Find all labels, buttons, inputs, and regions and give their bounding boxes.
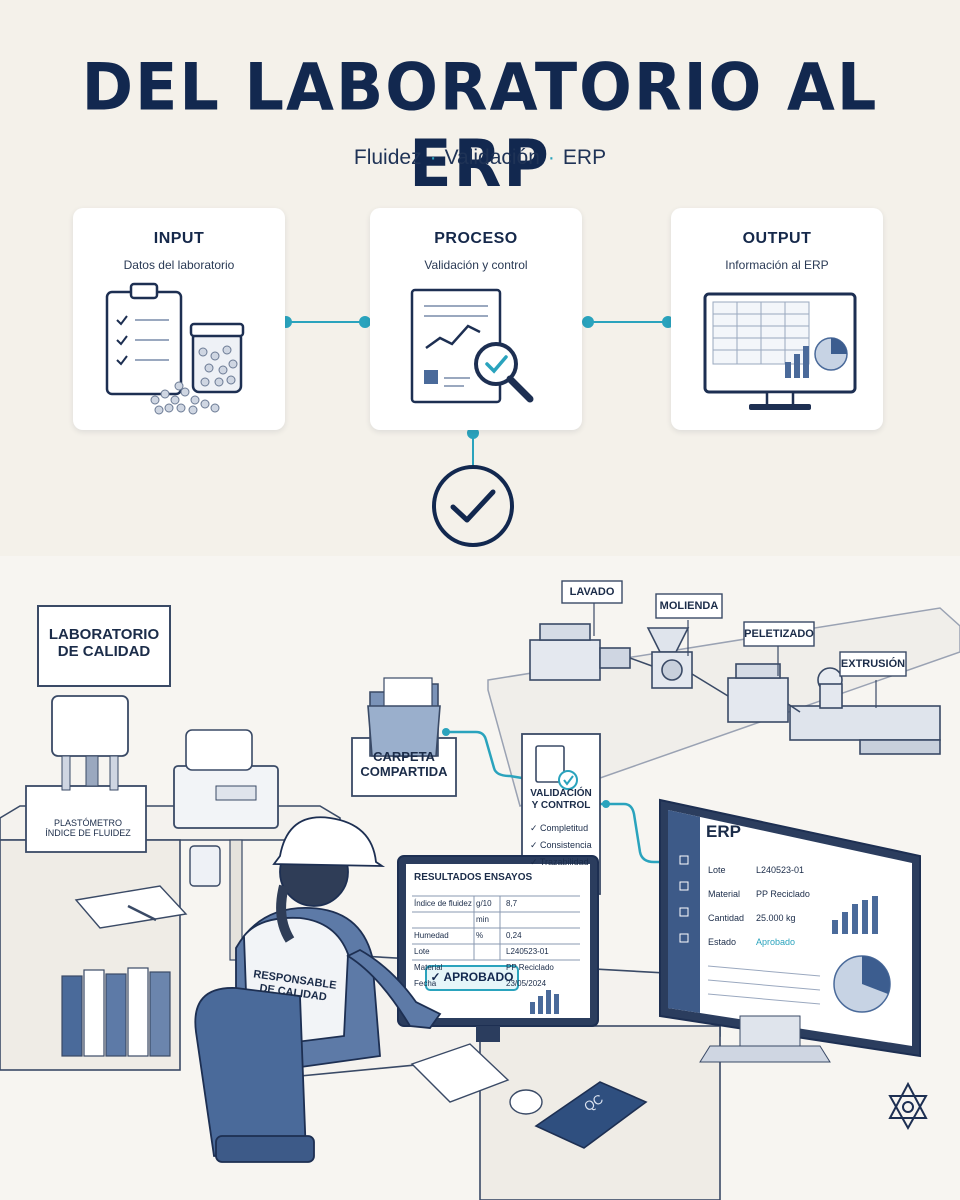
lab-scene: LABORATORIO DE CALIDAD PLASTÓMETRO ÍNDIC… — [0, 556, 960, 1200]
stage-label-peletizado: PELETIZADO — [744, 628, 814, 640]
extruder-machine — [789, 705, 941, 741]
lab-sign-text: LABORATORIO DE CALIDAD — [48, 626, 160, 661]
lab-scene-illustration — [0, 556, 960, 1200]
process-card-desc: Validación y control — [424, 258, 528, 272]
validation-title: VALIDACIÓN Y CONTROL — [530, 788, 592, 811]
plastometer-base — [25, 785, 147, 853]
clipboard-pellets-icon — [105, 282, 245, 415]
page-title: DEL LABORATORIO AL ERP — [81, 48, 879, 202]
office-chair — [194, 987, 307, 1157]
pelletizer-machine — [727, 677, 789, 723]
page-subtitle: Fluidez · Validación · ERP — [0, 146, 960, 170]
sample-jar — [189, 845, 221, 887]
stage-label-extrusion: EXTRUSIÓN — [840, 658, 906, 670]
plastometer-label: PLASTÓMETRO ÍNDICE DE FLUIDEZ — [45, 818, 131, 839]
process-card-title: PROCESO — [434, 230, 518, 247]
check-item: ✓ Consistencia — [530, 840, 592, 850]
erp-title: ERP — [706, 822, 741, 841]
results-title: RESULTADOS ENSAYOS — [414, 872, 533, 883]
validated-check-icon — [432, 465, 514, 547]
input-card: INPUT Datos del laboratorio — [73, 208, 285, 430]
table-row: Humedad%0,24 — [414, 931, 522, 940]
report-magnifier-icon — [410, 288, 534, 404]
monitor-dashboard-icon — [703, 292, 857, 410]
hard-hat — [272, 816, 386, 867]
washer-machine — [529, 639, 601, 681]
stage-sign-peletizado — [743, 621, 815, 647]
stage-label-molienda: MOLIENDA — [659, 600, 719, 612]
output-card-title: OUTPUT — [742, 230, 812, 247]
subtitle-separator: · — [547, 146, 555, 169]
binder — [61, 975, 83, 1057]
input-card-desc: Datos del laboratorio — [123, 258, 235, 272]
stage-sign-molienda — [655, 593, 723, 619]
brand-logo — [888, 1081, 928, 1131]
subtitle-item-fluidez: Fluidez — [353, 146, 422, 169]
approve-button-shape — [425, 965, 519, 991]
stage-label-lavado: LAVADO — [569, 586, 615, 598]
check-item: ✓ Trazabilidad — [530, 857, 589, 867]
approve-button[interactable]: ✓ APROBADO — [430, 970, 514, 984]
output-card-desc: Información al ERP — [725, 258, 829, 272]
check-item: ✓ Completitud — [530, 823, 589, 833]
subtitle-item-validacion: Validación — [444, 146, 540, 169]
qc-book — [534, 1081, 648, 1149]
input-card-title: INPUT — [153, 230, 205, 247]
subtitle-separator: · — [429, 146, 437, 169]
lab-sign — [37, 605, 171, 687]
top-panel: DEL LABORATORIO AL ERP Fluidez · Validació… — [0, 0, 960, 556]
shared-folder-label: CARPETA COMPARTIDA — [360, 749, 448, 779]
stage-sign-lavado — [561, 580, 623, 604]
subtitle-item-erp: ERP — [562, 146, 607, 169]
keyboard — [410, 1043, 510, 1103]
validation-checklist: ✓ Completitud ✓ Consistencia ✓ Trazabili… — [530, 820, 600, 871]
mouse — [509, 1089, 543, 1115]
output-card: OUTPUT Información al ERP — [671, 208, 883, 430]
plastometer-head — [51, 695, 129, 757]
stage-sign-extrusion — [839, 651, 907, 677]
process-card: PROCESO Validación y control — [370, 208, 582, 430]
